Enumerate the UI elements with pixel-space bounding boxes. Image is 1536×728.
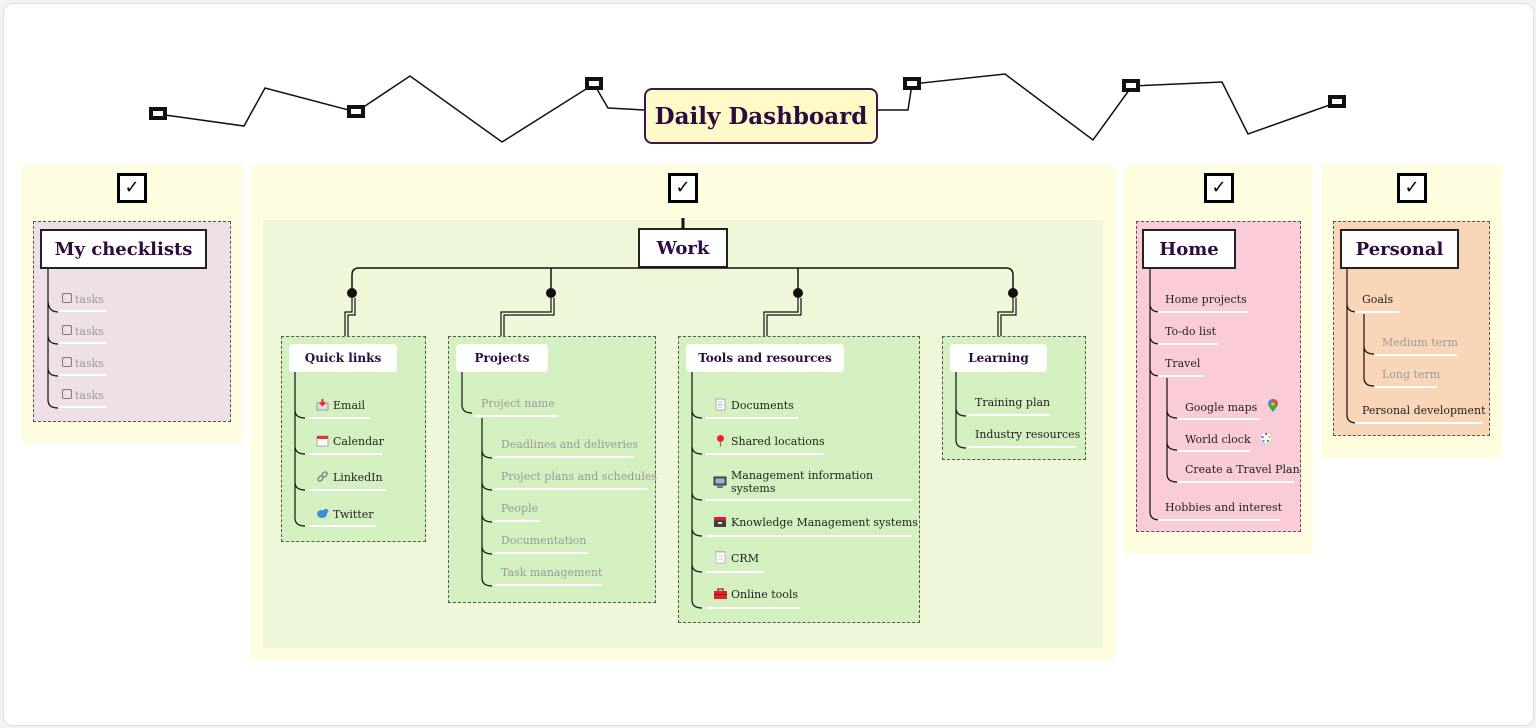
quick-link-email[interactable]: Email — [314, 398, 365, 412]
personal-item[interactable]: Personal development — [1362, 404, 1486, 417]
project-subitem[interactable]: People — [501, 502, 539, 515]
clock-icon — [1258, 431, 1274, 446]
personal-heading[interactable]: Personal — [1340, 229, 1459, 269]
learning-item[interactable]: Industry resources — [975, 428, 1081, 441]
work-heading[interactable]: Work — [638, 228, 728, 268]
wire-marker — [347, 105, 365, 118]
calendar-icon — [314, 434, 330, 448]
checklist-item[interactable]: tasks — [62, 325, 104, 338]
checkbox-checklists[interactable]: ✓ — [117, 173, 147, 203]
home-item[interactable]: To-do list — [1165, 325, 1217, 338]
project-name[interactable]: Project name — [481, 397, 555, 410]
checkbox-icon[interactable] — [62, 325, 72, 335]
wire-marker — [585, 77, 603, 90]
projects-group — [448, 336, 656, 603]
checkbox-icon[interactable] — [62, 293, 72, 303]
inbox-icon — [314, 398, 330, 412]
dashboard-title[interactable]: Daily Dashboard — [644, 88, 878, 144]
personal-goals[interactable]: Goals — [1362, 293, 1394, 306]
map-pin-icon — [1265, 399, 1281, 414]
wire-marker — [149, 107, 167, 120]
archive-icon — [712, 515, 728, 529]
left-wire — [157, 75, 645, 143]
bird-icon — [314, 507, 330, 521]
document-icon — [712, 398, 728, 412]
checklist-item[interactable]: tasks — [62, 293, 104, 306]
checklist-item[interactable]: tasks — [62, 357, 104, 370]
travel-google-maps[interactable]: Google maps — [1185, 399, 1284, 414]
notepad-icon — [712, 551, 728, 565]
quick-link-linkedin[interactable]: LinkedIn — [314, 470, 383, 484]
tool-knowledge-management[interactable]: Knowledge Management systems — [712, 515, 918, 529]
goal-item[interactable]: Medium term — [1382, 336, 1458, 349]
toolbox-icon — [712, 587, 728, 601]
tool-shared-locations[interactable]: Shared locations — [712, 434, 825, 448]
quick-links-heading[interactable]: Quick links — [289, 344, 397, 372]
quick-link-calendar[interactable]: Calendar — [314, 434, 384, 448]
projects-heading[interactable]: Projects — [456, 344, 548, 372]
travel-world-clock[interactable]: World clock — [1185, 431, 1277, 446]
checkbox-icon[interactable] — [62, 389, 72, 399]
pin-icon — [712, 434, 728, 448]
checkbox-personal[interactable]: ✓ — [1397, 173, 1427, 203]
learning-heading[interactable]: Learning — [950, 344, 1047, 372]
checkbox-icon[interactable] — [62, 357, 72, 367]
project-subitem[interactable]: Project plans and schedules — [501, 470, 658, 483]
travel-create-plan[interactable]: Create a Travel Plan — [1185, 463, 1300, 476]
wire-marker — [1122, 79, 1140, 92]
checkbox-home[interactable]: ✓ — [1204, 173, 1234, 203]
checkbox-work[interactable]: ✓ — [668, 173, 698, 203]
tools-heading[interactable]: Tools and resources — [686, 344, 844, 372]
goal-item[interactable]: Long term — [1382, 368, 1441, 381]
tool-online-tools[interactable]: Online tools — [712, 587, 798, 601]
wire-marker — [1328, 95, 1346, 108]
project-subitem[interactable]: Documentation — [501, 534, 587, 547]
quick-link-twitter[interactable]: Twitter — [314, 507, 374, 521]
right-wire — [878, 73, 1339, 142]
monitor-icon — [712, 476, 728, 490]
checklists-heading[interactable]: My checklists — [40, 229, 207, 269]
tool-crm[interactable]: CRM — [712, 551, 759, 565]
tool-documents[interactable]: Documents — [712, 398, 794, 412]
wire-marker — [903, 77, 921, 90]
project-subitem[interactable]: Deadlines and deliveries — [501, 438, 639, 451]
checklist-item[interactable]: tasks — [62, 389, 104, 402]
home-item[interactable]: Hobbies and interest — [1165, 501, 1283, 514]
project-subitem[interactable]: Task management — [501, 566, 603, 579]
home-heading[interactable]: Home — [1142, 229, 1236, 269]
home-item[interactable]: Home projects — [1165, 293, 1247, 306]
home-item[interactable]: Travel — [1165, 357, 1201, 370]
learning-item[interactable]: Training plan — [975, 396, 1051, 409]
link-icon — [314, 470, 330, 484]
